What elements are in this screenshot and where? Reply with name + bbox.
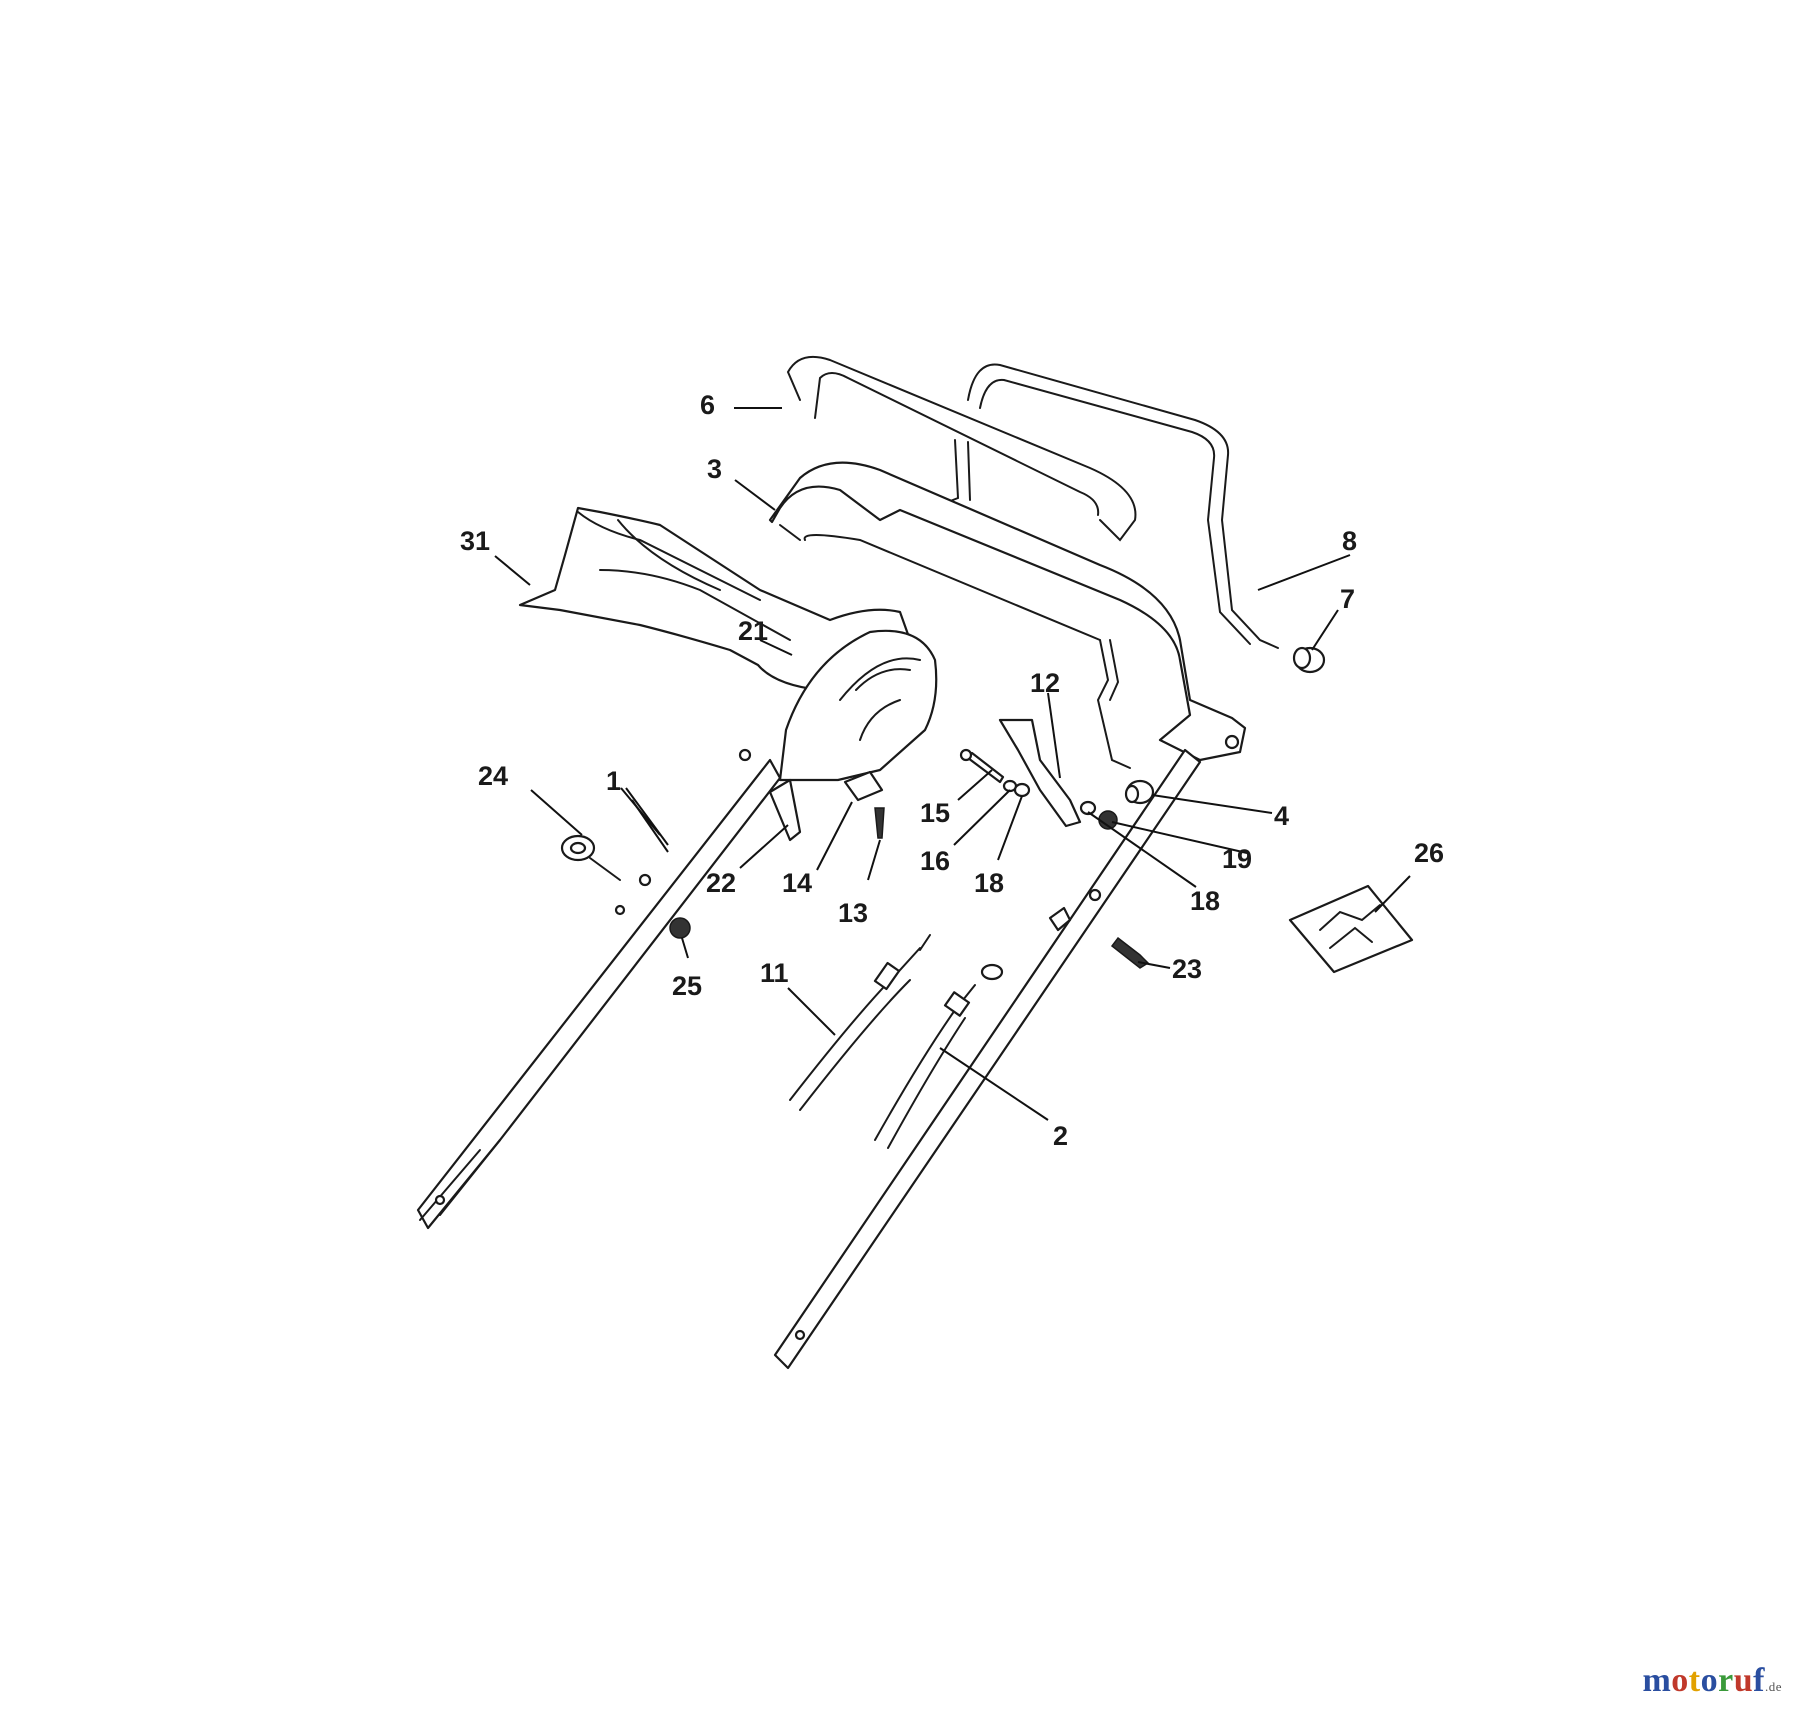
watermark-letter: u	[1733, 1662, 1754, 1699]
callouts: 1 2 3 4 6 7 8 11 12 13 14 15 16 18 18 19…	[460, 390, 1444, 1151]
callout-11: 11	[760, 958, 789, 988]
leader-lines	[494, 407, 1411, 1121]
watermark-letter: m	[1642, 1662, 1672, 1699]
watermark-letter: f	[1753, 1662, 1765, 1699]
callout-24: 24	[478, 761, 508, 791]
callout-12: 12	[1030, 668, 1060, 698]
upper-bail-bar	[786, 356, 1137, 542]
watermark-letter: t	[1688, 1662, 1701, 1699]
callout-21: 21	[738, 616, 768, 646]
callout-25: 25	[672, 971, 702, 1001]
left-lower-handle	[416, 748, 782, 1230]
callout-19: 19	[1222, 844, 1252, 874]
callout-18-b: 18	[1190, 886, 1220, 916]
watermark-letter: o	[1700, 1662, 1719, 1699]
control-housing	[518, 506, 912, 692]
callout-31: 31	[460, 526, 490, 556]
callout-26: 26	[1414, 838, 1444, 868]
callout-2: 2	[1053, 1121, 1068, 1151]
watermark-letter: o	[1671, 1662, 1689, 1699]
hardware	[560, 718, 1414, 974]
right-lower-handle	[773, 748, 1202, 1370]
callout-1: 1	[606, 766, 621, 796]
brake-bar	[967, 363, 1279, 769]
callout-16: 16	[920, 846, 950, 876]
callout-23: 23	[1172, 954, 1202, 984]
callout-6: 6	[700, 390, 715, 420]
upper-handle	[768, 461, 1247, 762]
watermark-suffix: .de	[1764, 1679, 1782, 1694]
callout-22: 22	[706, 868, 736, 898]
callout-15: 15	[920, 798, 950, 828]
callout-4: 4	[1274, 801, 1289, 831]
callout-18: 18	[974, 868, 1004, 898]
watermark-text: motoruf	[1642, 1662, 1765, 1699]
callout-3: 3	[707, 454, 722, 484]
cable-2	[874, 963, 1004, 1149]
cover-21	[778, 629, 938, 782]
callout-14: 14	[782, 868, 812, 898]
end-cap-7	[1292, 646, 1326, 674]
cable-11	[789, 934, 931, 1111]
callout-8: 8	[1342, 526, 1357, 556]
watermark-letter: r	[1718, 1662, 1734, 1699]
callout-7: 7	[1340, 584, 1355, 614]
watermark-logo: motoruf.de	[1642, 1662, 1782, 1700]
callout-13: 13	[838, 898, 868, 928]
